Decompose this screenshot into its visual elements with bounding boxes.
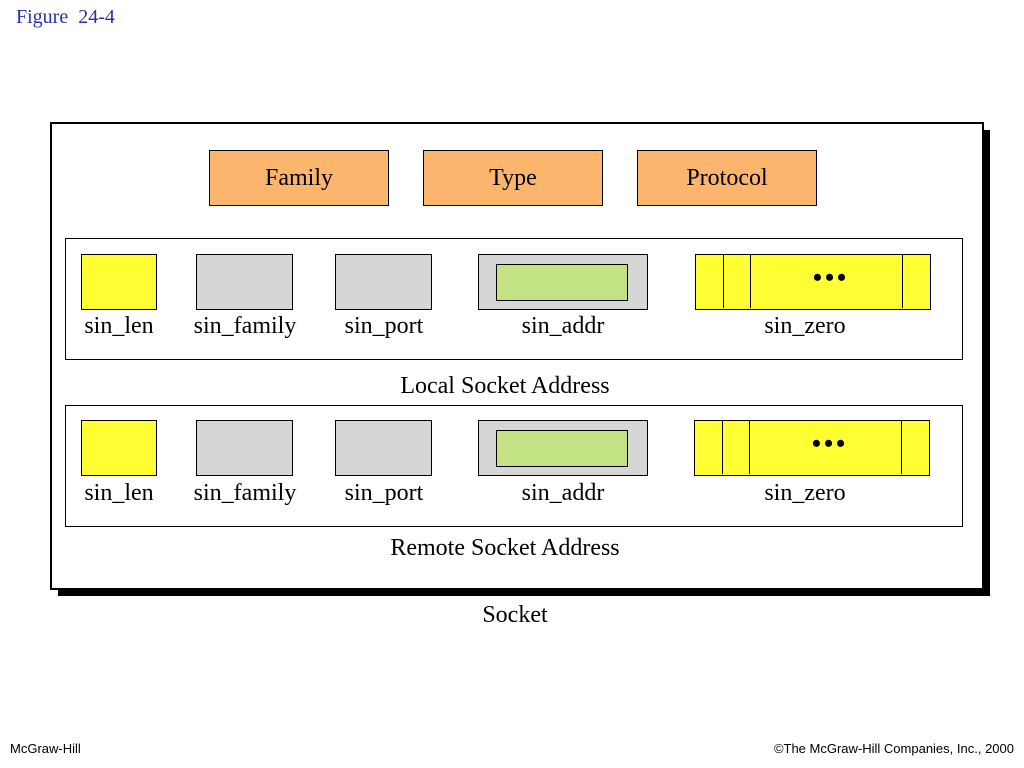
remote-sin-addr-cell [478,420,648,476]
local-sin-zero-cell: ••• [695,254,931,310]
local-sin-zero-ellipsis: ••• [812,263,850,292]
local-sin-addr-label: sin_addr [521,313,605,339]
remote-sin-zero-divider [901,421,902,474]
local-sin-addr-inner [496,264,628,301]
remote-sin-port-label: sin_port [344,480,424,506]
footer-publisher: McGraw-Hill [10,741,81,756]
remote-sin-zero-divider [749,421,750,474]
remote-sin-addr-inner [496,430,628,467]
socket-label: Socket [482,602,548,628]
local-sin-len-label: sin_len [84,313,154,339]
local-sin-family-label: sin_family [193,313,297,339]
remote-sin-zero-divider [722,421,723,474]
remote-sin-len-cell [81,420,157,476]
local-sin-zero-label: sin_zero [764,313,846,339]
remote-sin-port-cell [335,420,432,476]
remote-sin-family-label: sin_family [193,480,297,506]
remote-sin-addr-label: sin_addr [521,480,605,506]
local-sin-zero-divider [750,255,751,308]
remote-sin-zero-cell: ••• [694,420,930,476]
local-sin-len-cell [81,254,157,310]
remote-sin-zero-label: sin_zero [764,480,846,506]
remote-sin-family-cell [196,420,293,476]
local-sin-zero-divider [723,255,724,308]
remote-socket-address-label: Remote Socket Address [390,535,620,561]
remote-sin-zero-ellipsis: ••• [811,429,849,458]
local-sin-port-cell [335,254,432,310]
protocol-field: Protocol [637,150,817,206]
footer-copyright: ©The McGraw-Hill Companies, Inc., 2000 [773,741,1014,756]
local-sin-addr-cell [478,254,648,310]
type-field: Type [423,150,603,206]
local-socket-address-label: Local Socket Address [400,373,610,399]
family-field: Family [209,150,389,206]
local-sin-zero-divider [902,255,903,308]
remote-sin-len-label: sin_len [84,480,154,506]
local-sin-port-label: sin_port [344,313,424,339]
local-sin-family-cell [196,254,293,310]
figure-caption: Figure 24-4 [16,6,115,28]
